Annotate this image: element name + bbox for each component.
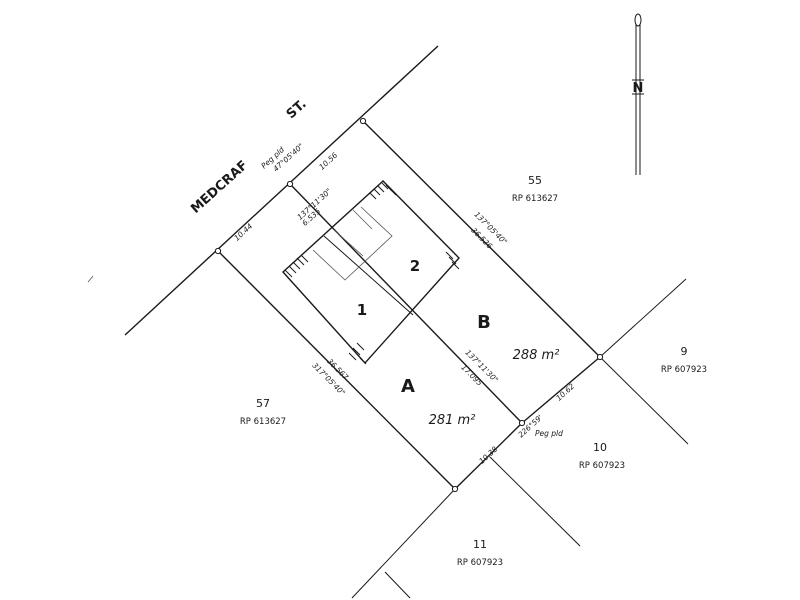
corner-node-front-west [214, 247, 222, 255]
lot-55-number: 55 [528, 174, 542, 187]
corner-node-rear-mid [518, 419, 526, 427]
lot-9-number: 9 [681, 345, 688, 358]
boundary-lot9-north [599, 278, 687, 358]
lot-57-plan: RP 613627 [240, 417, 286, 427]
front-a-distance: 10.44 [232, 221, 254, 242]
lot-b-area: 288 m² [513, 348, 560, 363]
lot-55-plan: RP 613627 [512, 194, 558, 204]
boundary-west [217, 250, 456, 490]
building-footprint [282, 180, 460, 365]
lot-9-plan: RP 607923 [661, 365, 707, 375]
lot-11-number: 11 [473, 538, 487, 551]
north-label: N [633, 81, 644, 96]
lot-a-letter: A [401, 376, 415, 397]
street-far-line [87, 275, 94, 283]
boundary-lot11-west [351, 488, 456, 599]
boundary-east [362, 120, 601, 358]
boundary-lot10-11 [489, 456, 581, 547]
lot-10-number: 10 [593, 441, 607, 454]
building-unit-2: 2 [410, 257, 420, 275]
boundary-ab-divider [289, 183, 523, 424]
building-unit-1: 1 [357, 301, 367, 319]
lot-b-letter: B [477, 312, 491, 333]
street-name: MEDCRAF [188, 158, 251, 217]
lot-10-plan: RP 607923 [579, 461, 625, 471]
corner-node-front-east [359, 117, 367, 125]
boundary-rear-b [521, 356, 601, 424]
north-arrow [632, 13, 644, 175]
boundary-rear-a [454, 422, 523, 490]
corner-node-rear-east [596, 353, 604, 361]
boundary-lot9-10 [599, 356, 689, 445]
corner-node-front-mid [286, 180, 294, 188]
rear-b-distance: 10.62 [554, 381, 576, 402]
lot-a-area: 281 m² [429, 413, 476, 428]
lot-57-number: 57 [256, 397, 270, 410]
corner-node-rear-west [451, 485, 459, 493]
street-boundary-line [124, 45, 439, 336]
street-suffix: ST. [284, 97, 310, 122]
boundary-lot11-inner [384, 571, 411, 599]
peg-rear-label: Peg pld [535, 429, 563, 438]
lot-11-plan: RP 607923 [457, 558, 503, 568]
